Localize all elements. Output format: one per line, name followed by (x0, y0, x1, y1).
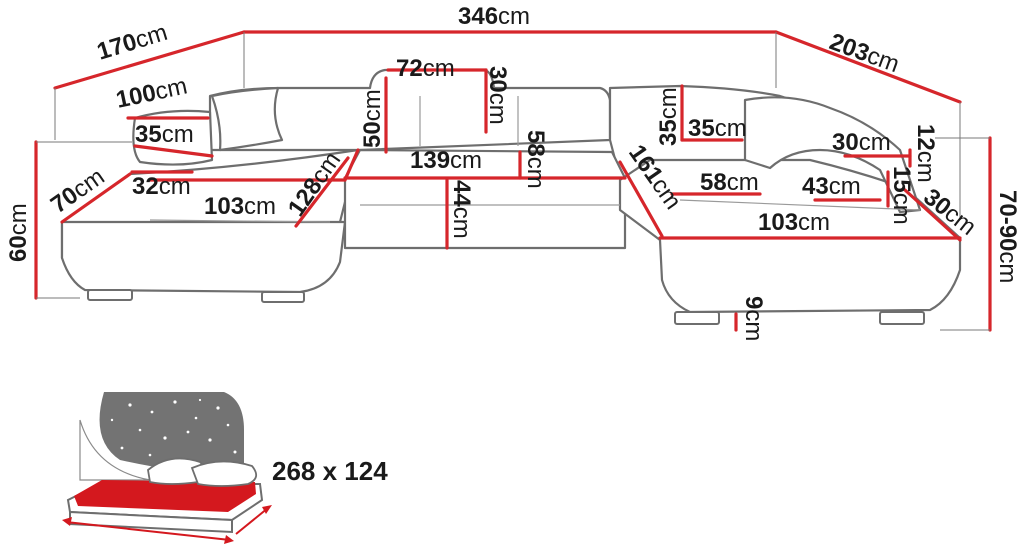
label-middle-width: 139cm (410, 147, 482, 174)
sleeping-function-icon (62, 392, 272, 544)
label-total-height: 60cm (5, 203, 32, 262)
label-right-headrest-h: 35cm (655, 87, 682, 146)
label-right-chaise-length: 103cm (758, 209, 830, 236)
leg (261, 291, 305, 303)
label-headrest-depth: 30cm (484, 66, 511, 125)
sofa-legs (87, 289, 925, 325)
label-seat-height: 44cm (448, 180, 475, 239)
label-headrest-width: 72cm (396, 55, 455, 82)
label-right-arm-15: 15cm (888, 166, 915, 225)
label-left-arm-width: 32cm (132, 173, 191, 200)
label-left-arm-length: 100cm (114, 72, 190, 113)
dimension-labels: 346cm 170cm 203cm 100cm 35cm 70cm 32cm 1… (5, 3, 1021, 341)
label-right-headrest-w: 35cm (688, 115, 747, 142)
label-right-arm-43: 43cm (802, 173, 861, 200)
label-right-arm-top: 30cm (832, 129, 891, 156)
label-right-arm-12: 12cm (912, 124, 939, 183)
measure-lines (60, 68, 962, 332)
leg (674, 311, 720, 325)
leg (879, 311, 925, 325)
label-right-depth: 203cm (826, 28, 903, 78)
label-right-seat-depth: 58cm (700, 169, 759, 196)
label-seat-depth: 58cm (522, 130, 549, 189)
label-left-arm-height: 35cm (135, 121, 194, 148)
leg (87, 289, 133, 301)
outer-guides (34, 30, 992, 332)
bed-size-label: 268 x 124 (272, 456, 388, 486)
label-right-height: 70-90cm (994, 190, 1021, 283)
label-left-chaise-length: 103cm (204, 193, 276, 220)
label-leg-height: 9cm (740, 296, 767, 341)
label-back-height: 50cm (359, 89, 386, 148)
label-total-width: 346cm (458, 3, 530, 30)
